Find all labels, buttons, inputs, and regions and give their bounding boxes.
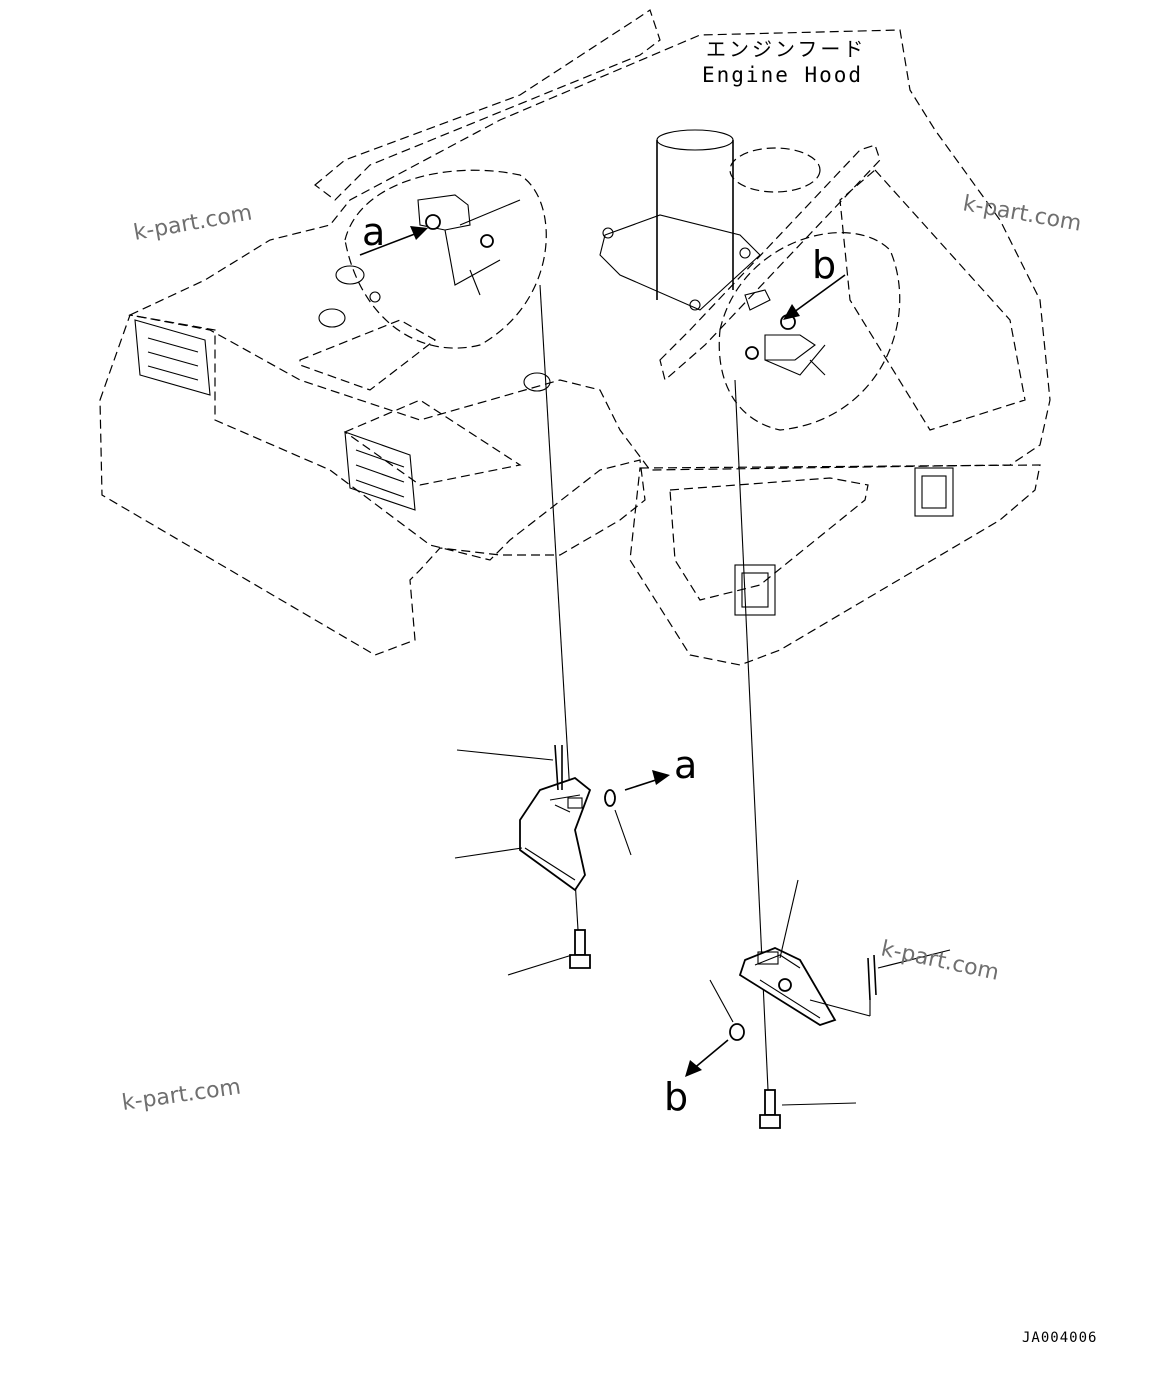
arrow-b-upper — [783, 274, 846, 320]
callout-a-upper: a — [362, 210, 385, 254]
watermark-3: k-part.com — [879, 936, 1001, 985]
title-english: Engine Hood — [702, 63, 863, 87]
callout-b-lower: b — [664, 1075, 688, 1119]
side-vent-2 — [734, 564, 776, 616]
arrow-a-upper — [359, 226, 428, 256]
front-vent-left — [134, 319, 211, 396]
side-vent-1 — [914, 467, 954, 517]
drawing-code: JA004006 — [1022, 1330, 1097, 1346]
callout-b-upper: b — [812, 243, 836, 287]
pin-left — [554, 744, 563, 791]
leader-lines-left — [454, 749, 632, 976]
arrow-a-lower — [624, 770, 670, 791]
watermark-1: k-part.com — [132, 200, 254, 245]
bolt-right — [759, 1089, 781, 1129]
detail-circle-b — [718, 232, 901, 431]
watermark-2: k-part.com — [961, 191, 1083, 236]
washer-right — [729, 1023, 745, 1041]
bracket-left — [519, 776, 592, 892]
callout-a-lower: a — [674, 743, 697, 787]
watermark-4: k-part.com — [120, 1075, 242, 1116]
mount-detail-b — [744, 289, 826, 376]
mount-detail-a — [417, 194, 521, 296]
bracket-right — [738, 947, 837, 1026]
exhaust-stack — [599, 129, 761, 311]
engine-hood-outline — [99, 9, 1051, 666]
bolt-left — [569, 929, 591, 969]
title-japanese: エンジンフード — [706, 37, 866, 61]
front-vent-right — [344, 431, 416, 511]
detail-circle-a — [344, 169, 547, 349]
leader-lines-right — [709, 879, 951, 1106]
pin-right — [867, 954, 877, 1001]
arrow-b-lower — [685, 1039, 729, 1077]
washer-left — [604, 789, 616, 807]
